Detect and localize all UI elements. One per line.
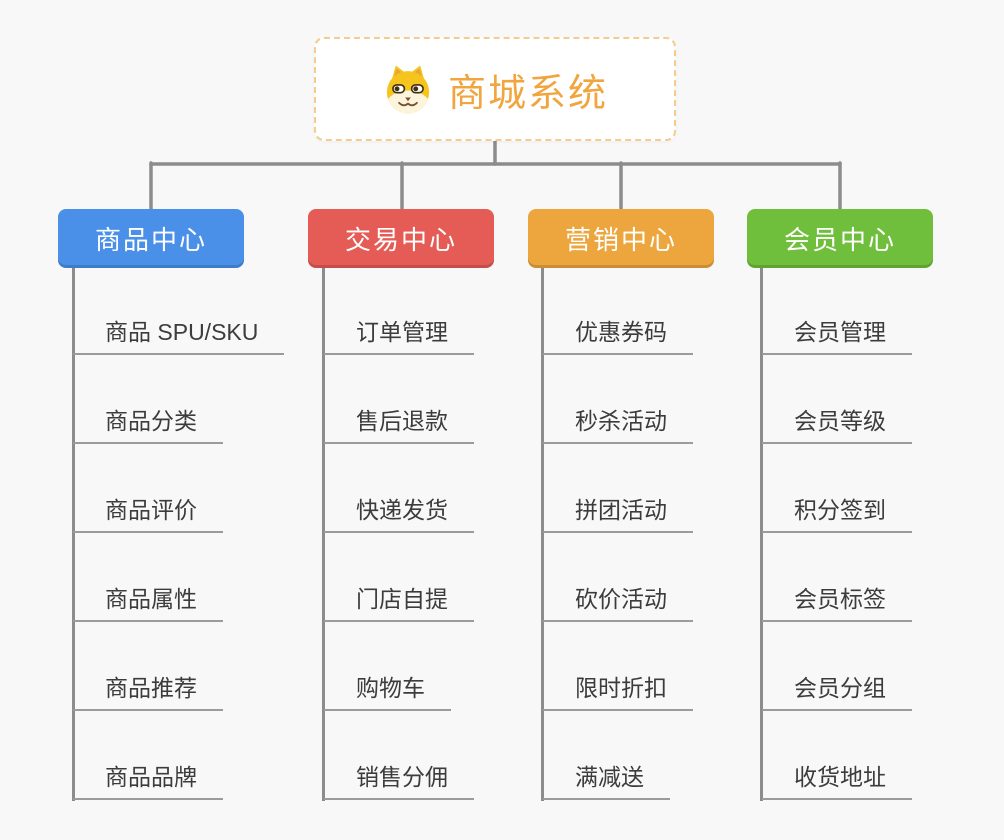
leaf-node[interactable]: 优惠券码 (543, 317, 693, 355)
leaf-node[interactable]: 拼团活动 (543, 495, 693, 533)
leaf-node[interactable]: 商品品牌 (73, 762, 223, 800)
leaf-node[interactable]: 购物车 (324, 673, 451, 711)
leaf-node[interactable]: 限时折扣 (543, 673, 693, 711)
leaf-node[interactable]: 砍价活动 (543, 584, 693, 622)
leaf-node[interactable]: 收货地址 (762, 762, 912, 800)
leaf-node[interactable]: 订单管理 (324, 317, 474, 355)
root-node[interactable]: 商城系统 (314, 37, 676, 141)
leaf-node[interactable]: 商品推荐 (73, 673, 223, 711)
leaf-node[interactable]: 会员分组 (762, 673, 912, 711)
branch-node-marketing-center[interactable]: 营销中心 (528, 209, 714, 268)
leaf-node[interactable]: 会员标签 (762, 584, 912, 622)
branch-spine (322, 268, 325, 801)
branch-spine (760, 268, 763, 801)
leaf-node[interactable]: 积分签到 (762, 495, 912, 533)
root-title: 商城系统 (447, 72, 608, 115)
leaf-node[interactable]: 商品属性 (73, 584, 223, 622)
leaf-node[interactable]: 秒杀活动 (543, 406, 693, 444)
leaf-node[interactable]: 商品评价 (73, 495, 223, 533)
shiba-dog-face-icon (386, 65, 430, 114)
leaf-node[interactable]: 会员等级 (762, 406, 912, 444)
leaf-node[interactable]: 会员管理 (762, 317, 912, 355)
leaf-node[interactable]: 满减送 (543, 762, 670, 800)
leaf-node[interactable]: 门店自提 (324, 584, 474, 622)
branch-node-member-center[interactable]: 会员中心 (747, 209, 933, 268)
leaf-node[interactable]: 销售分佣 (324, 762, 474, 800)
branch-spine (541, 268, 544, 801)
leaf-node[interactable]: 售后退款 (324, 406, 474, 444)
branch-node-trade-center[interactable]: 交易中心 (308, 209, 494, 268)
leaf-node[interactable]: 商品 SPU/SKU (73, 317, 285, 355)
leaf-node[interactable]: 商品分类 (73, 406, 223, 444)
branch-spine (72, 268, 75, 801)
leaf-node[interactable]: 快递发货 (324, 495, 474, 533)
branch-node-product-center[interactable]: 商品中心 (58, 209, 244, 268)
